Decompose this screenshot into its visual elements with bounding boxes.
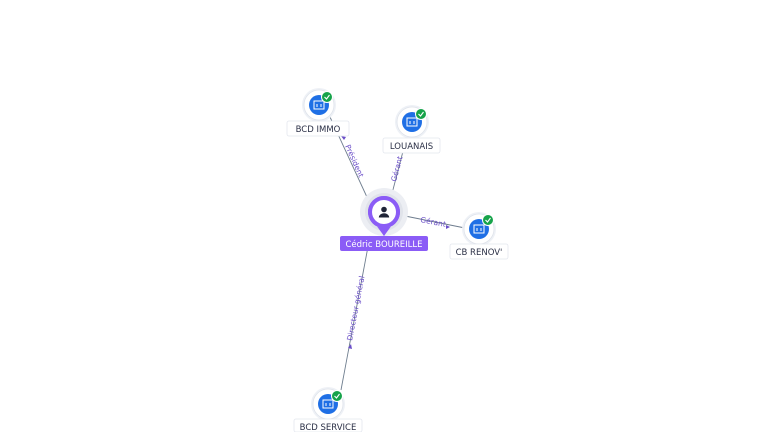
edge-label-president: Président <box>343 143 365 179</box>
person-name-label: Cédric BOUREILLE <box>345 239 422 250</box>
company-label: CB RENOV' <box>456 248 503 258</box>
verified-badge <box>415 108 427 120</box>
verified-badge <box>321 91 333 103</box>
edge-arrow <box>348 344 352 349</box>
edge-label-gerant: Gérant <box>420 215 447 229</box>
node-label-box <box>382 137 441 154</box>
node-label-box <box>293 418 363 432</box>
edges: Président Gérant Gérant Directeur généra… <box>329 116 466 391</box>
person-node-center[interactable]: Cédric BOUREILLE <box>340 188 428 251</box>
company-node-cb-renov[interactable]: CB RENOV' <box>449 212 509 260</box>
verified-badge <box>331 390 343 402</box>
center-label-box <box>340 236 428 251</box>
edge-label-directeur-general: Directeur général <box>345 275 366 341</box>
company-label: LOUANAIS <box>390 142 433 152</box>
edge-arrow <box>341 136 346 140</box>
building-icon <box>406 117 418 127</box>
company-node-bcd-service[interactable]: BCD SERVICE <box>293 387 363 432</box>
node-label-box <box>286 120 350 137</box>
building-icon <box>473 224 485 234</box>
company-node-bcd-immo[interactable]: BCD IMMO <box>286 88 350 137</box>
edge-bcd-service: Directeur général <box>340 235 371 391</box>
company-label: BCD SERVICE <box>300 423 357 432</box>
person-icon <box>378 206 390 218</box>
company-label: BCD IMMO <box>296 125 341 135</box>
building-icon <box>313 100 325 110</box>
node-label-box <box>449 243 509 260</box>
building-icon <box>322 399 334 409</box>
edge-cb-renov: Gérant <box>399 214 466 229</box>
edge-label-gerant: Gérant <box>389 155 404 182</box>
verified-badge <box>482 214 494 226</box>
edge-arrow <box>446 225 450 229</box>
company-node-louanais[interactable]: LOUANAIS <box>382 105 441 154</box>
